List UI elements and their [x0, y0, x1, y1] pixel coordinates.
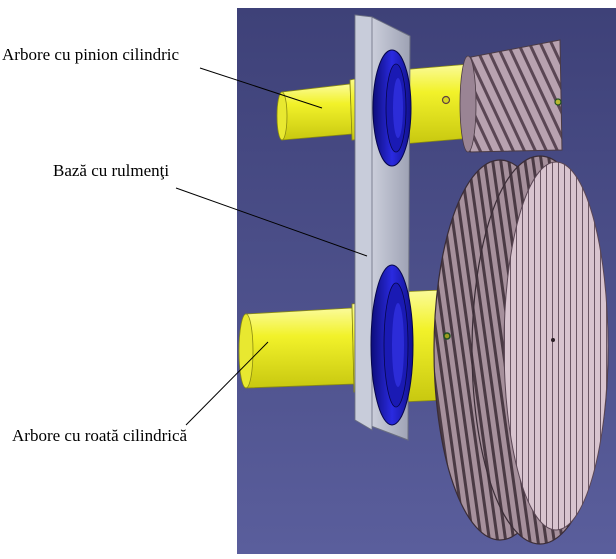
label-pinion-shaft: Arbore cu pinion cilindric [2, 45, 180, 64]
leader-line-wheel [185, 341, 269, 426]
gear-wheel [433, 155, 609, 545]
leader-line-pinion [199, 67, 323, 109]
pinion-gear [459, 39, 563, 153]
label-wheel-shaft: Arbore cu roată cilindrică [12, 426, 188, 445]
upper-bearing [372, 49, 412, 167]
lower-bearing [370, 264, 414, 426]
leader-line-base [175, 187, 368, 257]
label-bearing-base: Bază cu rulmenţi [53, 161, 170, 180]
